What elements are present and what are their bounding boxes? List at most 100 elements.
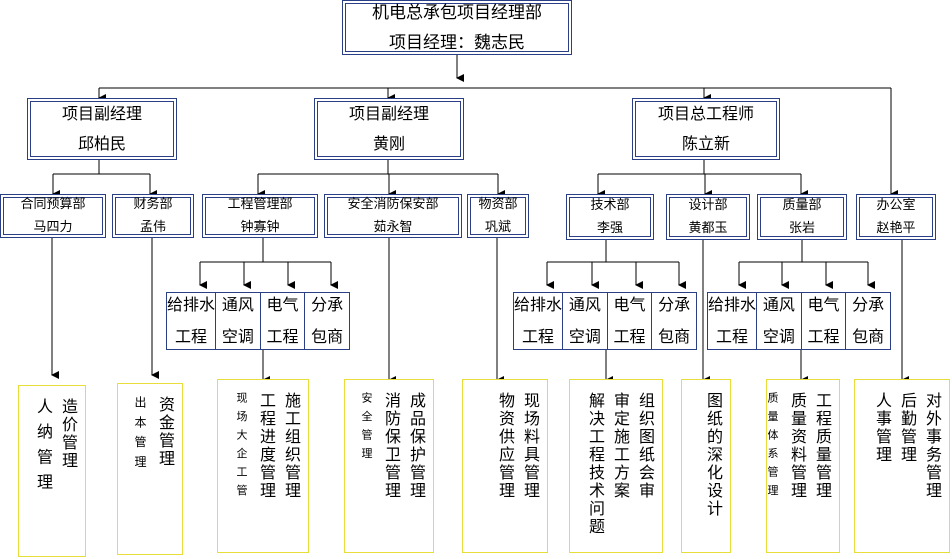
deputy-manager-2-box: 项目副经理 黄刚 <box>314 98 464 160</box>
discipline-label: 电气 <box>266 295 299 314</box>
duty-line: 现 场 大 企 工 管 <box>235 392 248 498</box>
quality-dept-box: 质量部 张岩 <box>757 194 847 240</box>
chief-engineer-name: 陈立新 <box>681 134 730 153</box>
discipline-label: 通风 <box>568 295 601 314</box>
design-dept-box: 设计部 黄都玉 <box>666 194 750 240</box>
duty-line: 工程进度管理 <box>257 392 276 500</box>
duty-line: 图纸的深化设计 <box>704 392 723 518</box>
dept-head-name: 赵艳平 <box>876 221 916 236</box>
discipline-label: 空调 <box>762 327 795 346</box>
duty-line: 造价管理 <box>59 398 78 470</box>
dept-head-name: 钟寡钟 <box>240 220 280 235</box>
design-duties: 图纸的深化设计 <box>681 379 731 553</box>
discipline-cell: 分承包商 <box>305 293 349 349</box>
dept-title: 合同预算部 <box>20 197 86 212</box>
discipline-cell: 给排水工程 <box>708 293 758 349</box>
duty-line: 质 量 体 系 管 理 <box>766 392 779 498</box>
technical-disciplines-table: 给排水工程 通风空调 电气工程 分承包商 <box>513 292 697 350</box>
finance-dept-box: 财务部 孟伟 <box>112 194 194 238</box>
dept-title: 质量部 <box>782 198 822 213</box>
chief-engineer-box: 项目总工程师 陈立新 <box>632 98 780 160</box>
duty-line: 组织图纸会审 <box>636 392 655 500</box>
project-department-title: 机电总承包项目经理部 <box>372 2 542 23</box>
contract-budget-duties: 造价管理 人 纳 管 理 <box>18 385 86 557</box>
duty-line: 施工组织管理 <box>282 392 301 500</box>
discipline-cell: 电气工程 <box>261 293 306 349</box>
discipline-label: 包商 <box>311 327 344 346</box>
chief-engineer-title: 项目总工程师 <box>657 104 754 123</box>
duty-line: 工程质量管理 <box>813 392 832 500</box>
duty-line: 对外事务管理 <box>923 392 942 500</box>
discipline-label: 分承 <box>658 295 691 314</box>
dept-title: 技术部 <box>590 198 630 213</box>
duty-line: 人 纳 管 理 <box>34 398 53 492</box>
discipline-label: 工程 <box>266 327 299 346</box>
deputy-manager-2-name: 黄刚 <box>372 134 405 153</box>
dept-head-name: 黄都玉 <box>688 221 728 236</box>
deputy-manager-2-title: 项目副经理 <box>348 104 429 123</box>
dept-title: 财务部 <box>133 197 173 212</box>
quality-disciplines-table: 给排水工程 通风空调 电气工程 分承包商 <box>707 292 891 350</box>
dept-title: 办公室 <box>876 198 916 213</box>
discipline-label: 分承 <box>852 295 885 314</box>
discipline-label: 通风 <box>221 295 254 314</box>
discipline-label: 空调 <box>568 327 601 346</box>
dept-title: 工程管理部 <box>227 197 293 212</box>
finance-duties: 资金管理 出 本 管 理 <box>117 383 183 555</box>
dept-head-name: 李强 <box>596 221 623 236</box>
duty-line: 质量资料管理 <box>788 392 807 500</box>
discipline-label: 包商 <box>852 327 885 346</box>
discipline-label: 电气 <box>613 295 646 314</box>
dept-head-name: 巩斌 <box>484 220 511 235</box>
discipline-cell: 给排水工程 <box>167 293 217 349</box>
deputy-manager-1-title: 项目副经理 <box>61 104 142 123</box>
dept-head-name: 张岩 <box>788 221 815 236</box>
discipline-label: 工程 <box>522 327 555 346</box>
technical-duties: 组织图纸会审 审定施工方案 解决工程技术问题 <box>569 379 663 553</box>
discipline-cell: 电气工程 <box>802 293 847 349</box>
discipline-label: 工程 <box>175 327 208 346</box>
discipline-cell: 分承包商 <box>652 293 696 349</box>
deputy-manager-1-box: 项目副经理 邱柏民 <box>27 98 177 160</box>
project-manager-label: 项目经理：魏志民 <box>389 32 525 53</box>
duty-line: 后勤管理 <box>898 392 917 464</box>
contract-budget-dept-box: 合同预算部 马四力 <box>0 194 106 238</box>
safety-security-dept-box: 安全消防保安部 茹永智 <box>324 194 462 238</box>
discipline-label: 电气 <box>807 295 840 314</box>
dept-title: 设计部 <box>688 198 728 213</box>
duty-line: 资金管理 <box>156 396 175 468</box>
dept-title: 安全消防保安部 <box>347 197 439 212</box>
deputy-manager-1-name: 邱柏民 <box>77 134 126 153</box>
engineering-disciplines-table: 给排水工程 通风空调 电气工程 分承包商 <box>166 292 350 350</box>
discipline-label: 分承 <box>311 295 344 314</box>
duty-line: 解决工程技术问题 <box>586 392 605 536</box>
discipline-label: 通风 <box>762 295 795 314</box>
safety-security-duties: 成品保护管理 消防保卫管理 安 全 管 理 <box>344 379 434 553</box>
materials-dept-box: 物资部 巩斌 <box>467 194 529 238</box>
duty-line: 出 本 管 理 <box>133 396 147 470</box>
discipline-cell: 通风空调 <box>757 293 802 349</box>
office-box: 办公室 赵艳平 <box>856 194 936 240</box>
project-department-box: 机电总承包项目经理部 项目经理：魏志民 <box>342 0 572 55</box>
discipline-label: 空调 <box>221 327 254 346</box>
duty-line: 现场料具管理 <box>521 392 540 500</box>
duty-line: 审定施工方案 <box>611 392 630 500</box>
discipline-label: 工程 <box>807 327 840 346</box>
materials-duties: 现场料具管理 物资供应管理 <box>462 379 548 553</box>
discipline-label: 工程 <box>613 327 646 346</box>
discipline-label: 给排水 <box>708 295 757 314</box>
discipline-cell: 通风空调 <box>216 293 261 349</box>
discipline-cell: 分承包商 <box>846 293 890 349</box>
duty-line: 物资供应管理 <box>496 392 515 500</box>
engineering-mgmt-dept-box: 工程管理部 钟寡钟 <box>202 194 318 238</box>
technical-dept-box: 技术部 李强 <box>566 194 654 240</box>
duty-line: 人事管理 <box>873 392 892 464</box>
discipline-cell: 电气工程 <box>608 293 653 349</box>
dept-title: 物资部 <box>478 197 518 212</box>
discipline-cell: 通风空调 <box>563 293 608 349</box>
discipline-label: 包商 <box>658 327 691 346</box>
discipline-cell: 给排水工程 <box>514 293 564 349</box>
office-duties: 对外事务管理 后勤管理 人事管理 <box>854 379 950 553</box>
dept-head-name: 茹永智 <box>373 220 413 235</box>
